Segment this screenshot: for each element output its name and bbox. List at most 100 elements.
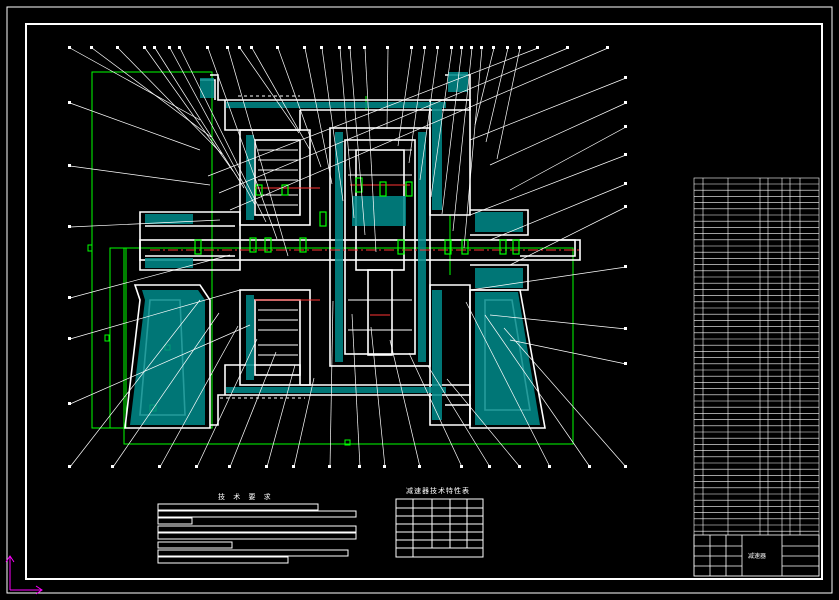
leader-line	[452, 47, 473, 232]
leader-lines	[69, 47, 627, 468]
part-number-tick	[566, 46, 569, 49]
bearing-markers	[194, 177, 520, 255]
part-number-tick	[450, 46, 453, 49]
parts-list-table	[693, 177, 820, 577]
section-fill	[130, 72, 540, 425]
leader-line	[321, 47, 344, 202]
leader-line	[251, 47, 311, 151]
part-number-tick	[238, 46, 241, 49]
part-number-tick	[536, 46, 539, 49]
leader-line	[69, 254, 231, 299]
part-number-tick	[68, 164, 71, 167]
part-number-tick	[68, 225, 71, 228]
leader-line	[469, 266, 627, 291]
part-number-tick	[143, 46, 146, 49]
part-number-tick	[168, 46, 171, 49]
part-number-tick	[328, 465, 331, 468]
leader-line	[503, 327, 627, 468]
leader-line	[304, 47, 333, 185]
leader-line	[293, 377, 315, 468]
leader-line	[351, 313, 361, 468]
leader-line	[154, 47, 245, 189]
leader-line	[408, 352, 463, 468]
part-number-tick	[470, 46, 473, 49]
part-number-tick	[606, 46, 609, 49]
part-number-tick	[338, 46, 341, 49]
part-number-tick	[480, 46, 483, 49]
part-number-tick	[410, 46, 413, 49]
leader-line	[485, 47, 509, 143]
technical-requirements-lines	[157, 503, 357, 564]
leader-line	[427, 365, 491, 468]
part-number-tick	[206, 46, 209, 49]
inner-frame	[25, 23, 823, 580]
gear-teeth	[220, 95, 412, 399]
leader-line	[69, 324, 251, 405]
leader-line	[469, 77, 627, 141]
part-number-tick	[624, 153, 627, 156]
leader-line	[509, 126, 627, 191]
leader-line	[69, 299, 201, 468]
leader-line	[465, 301, 551, 468]
part-number-tick	[348, 46, 351, 49]
part-number-tick	[111, 465, 114, 468]
leader-line	[179, 47, 267, 223]
leader-line	[509, 339, 627, 365]
part-number-tick	[68, 46, 71, 49]
leader-line	[389, 339, 421, 468]
leader-line	[419, 47, 439, 181]
part-number-tick	[624, 182, 627, 185]
leader-line	[430, 47, 453, 198]
leader-line	[349, 47, 366, 236]
leader-line	[169, 47, 256, 206]
leader-line	[207, 47, 278, 240]
part-number-ticks	[68, 46, 627, 468]
leader-line	[69, 47, 201, 121]
part-number-tick	[624, 362, 627, 365]
leader-line	[91, 47, 212, 138]
leader-line	[207, 47, 539, 177]
leader-line	[229, 47, 609, 211]
leader-line	[229, 351, 277, 468]
leader-line	[489, 102, 627, 166]
part-number-tick	[624, 327, 627, 330]
part-number-tick	[153, 46, 156, 49]
part-number-tick	[195, 465, 198, 468]
leader-line	[489, 183, 627, 241]
part-number-tick	[460, 465, 463, 468]
part-number-tick	[116, 46, 119, 49]
leader-line	[469, 154, 627, 216]
part-number-tick	[624, 125, 627, 128]
part-number-tick	[226, 46, 229, 49]
technical-requirements-title: 技 术 要 求	[218, 493, 274, 501]
part-number-tick	[68, 402, 71, 405]
part-number-tick	[506, 46, 509, 49]
part-number-tick	[265, 465, 268, 468]
part-number-tick	[386, 46, 389, 49]
leader-line	[227, 47, 289, 257]
part-number-tick	[250, 46, 253, 49]
part-number-tick	[624, 101, 627, 104]
leader-line	[441, 47, 463, 215]
leader-line	[329, 300, 334, 468]
part-number-tick	[418, 465, 421, 468]
part-number-tick	[460, 46, 463, 49]
title-block	[693, 534, 820, 577]
leader-line	[69, 102, 201, 151]
part-number-tick	[158, 465, 161, 468]
part-number-tick	[624, 465, 627, 468]
part-number-tick	[518, 46, 521, 49]
leader-line	[69, 289, 241, 340]
leader-line	[408, 47, 426, 164]
leader-line	[463, 47, 483, 249]
part-number-tick	[488, 465, 491, 468]
leader-line	[277, 47, 322, 168]
leader-line	[386, 47, 389, 130]
part-number-tick	[68, 337, 71, 340]
part-number-tick	[228, 465, 231, 468]
part-number-tick	[90, 46, 93, 49]
part-number-tick	[320, 46, 323, 49]
part-number-tick	[588, 465, 591, 468]
leader-line	[112, 312, 220, 468]
